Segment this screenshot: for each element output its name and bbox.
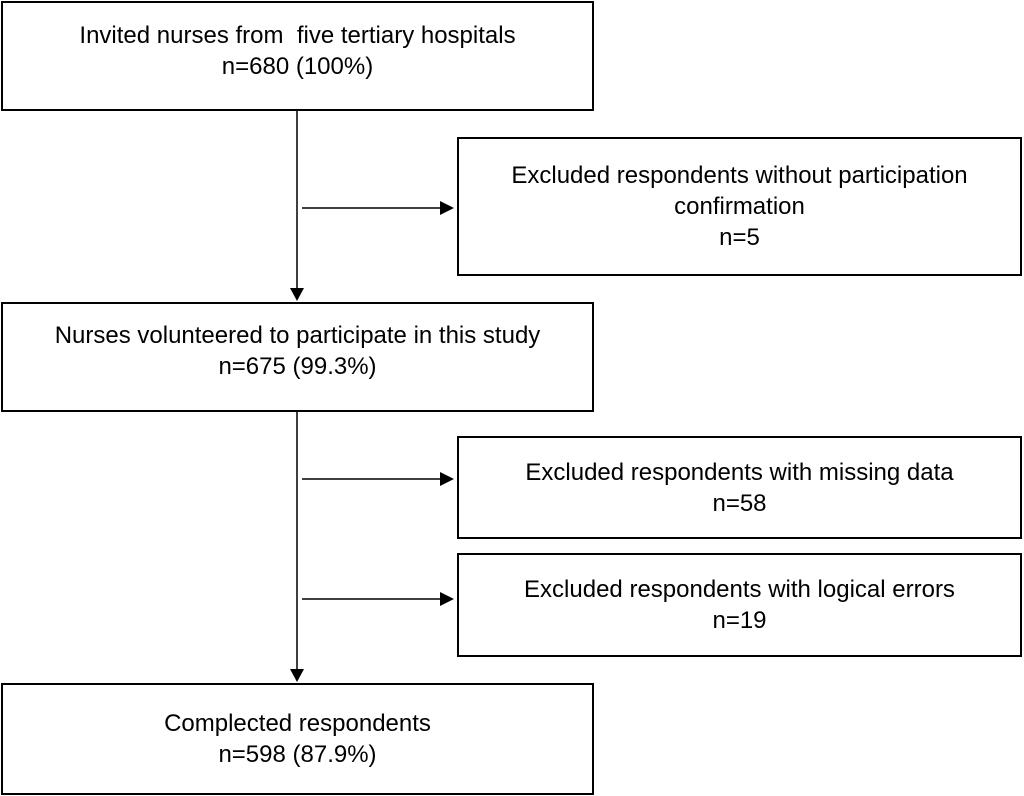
excluded-no-confirmation-count: n=5 <box>719 224 760 251</box>
arrowhead-down-completed <box>290 669 304 682</box>
volunteered-nurses-box: Nurses volunteered to participate in thi… <box>1 302 594 412</box>
arrowhead-right-excluded-confirmation <box>440 201 454 215</box>
excluded-missing-data-box: Excluded respondents with missing data n… <box>457 436 1022 539</box>
excluded-missing-data-label: Excluded respondents with missing data <box>525 458 954 486</box>
completed-respondents-label: Complected respondents <box>164 710 431 737</box>
excluded-logical-errors-box: Excluded respondents with logical errors… <box>457 553 1022 657</box>
invited-nurses-label: Invited nurses from five tertiary hospit… <box>79 22 516 49</box>
invited-nurses-box: Invited nurses from five tertiary hospit… <box>1 1 594 111</box>
excluded-no-confirmation-label: Excluded respondents without participati… <box>511 162 968 189</box>
completed-respondents-box: Complected respondents n=598 (87.9%) <box>1 683 594 795</box>
invited-nurses-count: n=680 (100%) <box>221 53 374 80</box>
excluded-no-confirmation-label-cont: confirmation <box>674 193 805 220</box>
excluded-no-confirmation-box: Excluded respondents without participati… <box>457 137 1022 276</box>
arrowhead-right-excluded-missing <box>440 472 454 486</box>
excluded-logical-errors-count: n=19 <box>712 607 767 634</box>
volunteered-nurses-count: n=675 (99.3%) <box>218 353 377 380</box>
volunteered-nurses-label: Nurses volunteered to participate in thi… <box>54 322 541 349</box>
arrowhead-down-volunteered <box>290 288 304 301</box>
excluded-logical-errors-label: Excluded respondents with logical errors <box>524 576 955 603</box>
excluded-missing-data-count: n=58 <box>712 489 767 517</box>
arrowhead-right-excluded-logical <box>440 592 454 606</box>
completed-respondents-count: n=598 (87.9%) <box>218 741 377 768</box>
